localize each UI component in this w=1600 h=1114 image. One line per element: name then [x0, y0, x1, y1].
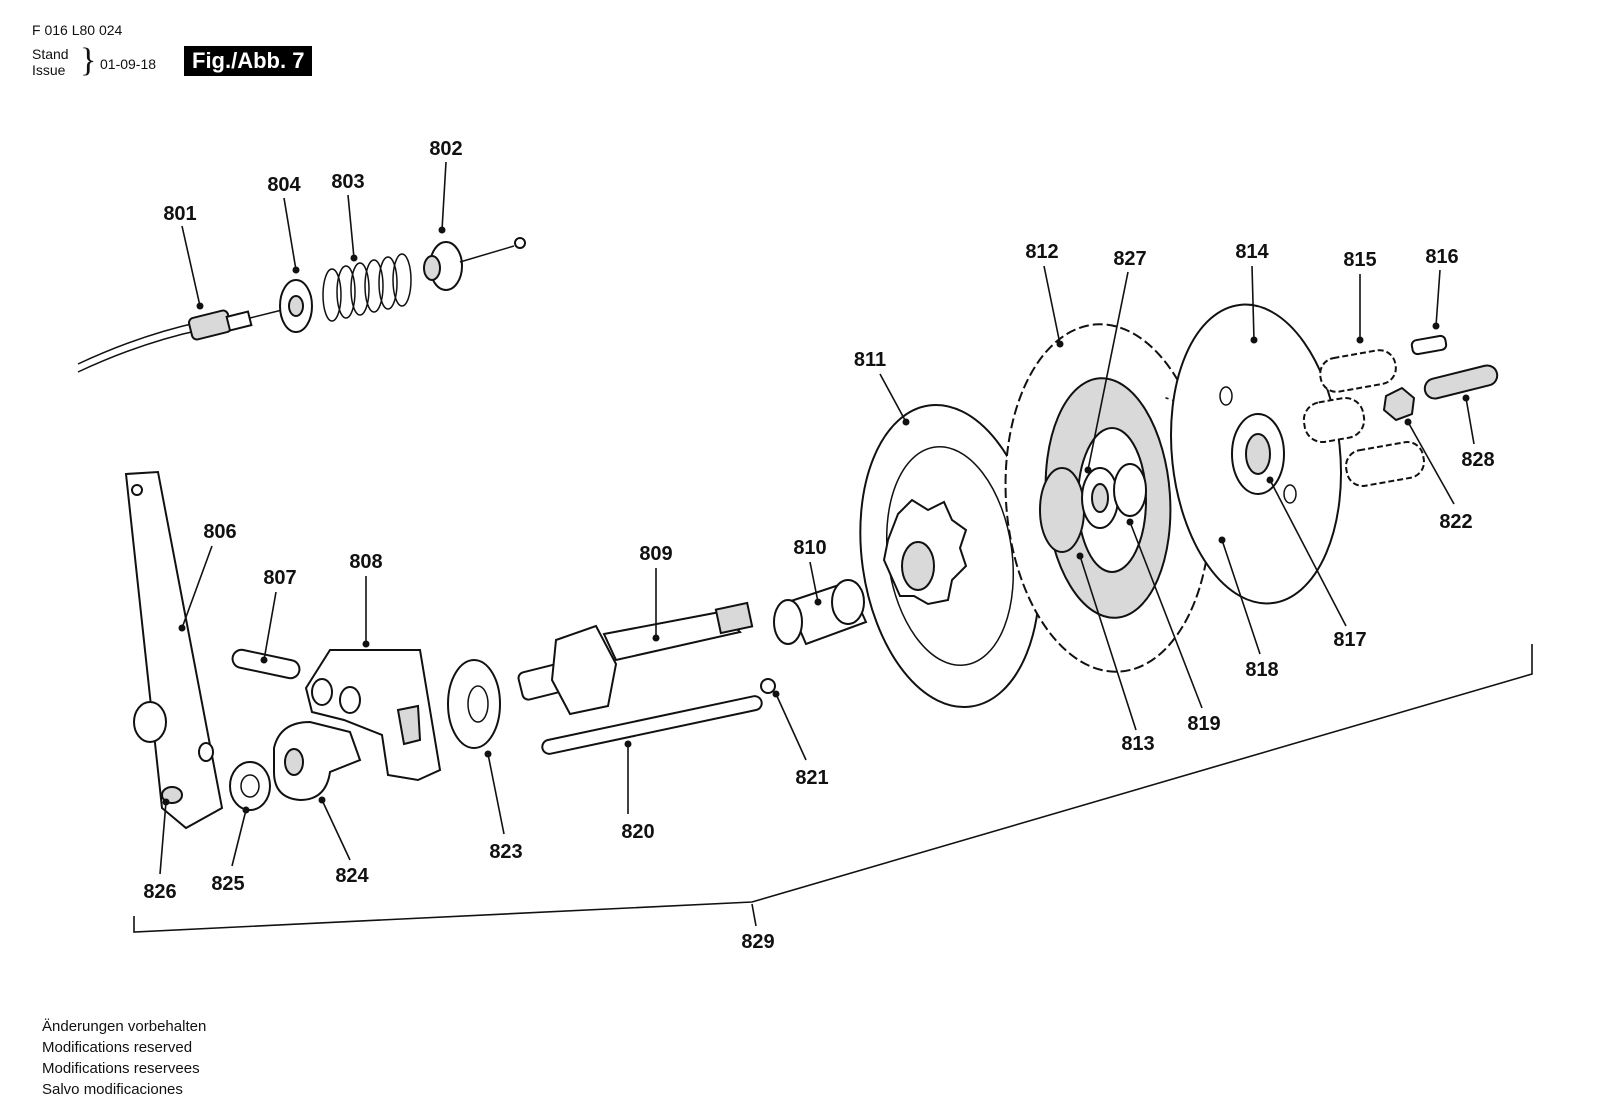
label-817: 817: [1333, 629, 1366, 651]
bracket-808: [304, 649, 442, 782]
label-828: 828: [1461, 449, 1494, 471]
lever-806: [124, 470, 224, 830]
label-807: 807: [263, 567, 296, 589]
footer-line-en: Modifications reserved: [42, 1039, 193, 1056]
footer-line-fr: Modifications reservees: [42, 1060, 200, 1077]
label-826: 826: [143, 881, 176, 903]
label-812: 812: [1025, 241, 1058, 263]
part-labels: 801 802 803 804 806 807 808 809 810 811 …: [143, 138, 1494, 953]
label-804: 804: [267, 174, 301, 196]
leader-lines: [159, 161, 1475, 927]
screw-816: [1410, 334, 1448, 356]
label-806: 806: [203, 521, 236, 543]
star-washer-825: [229, 761, 271, 811]
disc-811: [859, 403, 1041, 709]
label-803: 803: [331, 171, 364, 193]
nut-822: [1382, 386, 1416, 422]
label-816: 816: [1425, 246, 1458, 268]
label-818: 818: [1245, 659, 1278, 681]
label-822: 822: [1439, 511, 1472, 533]
cam-824: [273, 720, 362, 802]
stand-issue-label: Stand Issue: [32, 46, 69, 78]
label-809: 809: [639, 543, 672, 565]
issue-label: Issue: [32, 62, 66, 78]
pin-828: [1423, 364, 1499, 400]
brace-glyph: }: [80, 42, 97, 79]
label-825: 825: [211, 873, 244, 895]
springs-815: [1302, 349, 1425, 487]
label-811: 811: [854, 349, 886, 371]
rod-820: [541, 695, 763, 755]
label-820: 820: [621, 821, 654, 843]
footer-line-es: Salvo modificaciones: [42, 1081, 183, 1098]
label-801: 801: [163, 203, 196, 225]
issue-date: 01-09-18: [100, 56, 157, 72]
footer-line-de: Änderungen vorbehalten: [42, 1018, 207, 1035]
label-821: 821: [795, 767, 828, 789]
label-813: 813: [1121, 733, 1154, 755]
nut-827: [1113, 463, 1147, 517]
cable-assembly: [77, 237, 526, 373]
disc-814: [1170, 303, 1342, 605]
shaft-bolt-809: [517, 601, 754, 716]
assembly-bracket-829: [133, 644, 1533, 933]
label-827: 827: [1113, 248, 1146, 270]
label-810: 810: [793, 537, 826, 559]
stand-label: Stand: [32, 46, 69, 62]
label-823: 823: [489, 841, 522, 863]
label-814: 814: [1235, 241, 1269, 263]
figure-title: Fig./Abb. 7: [184, 46, 313, 76]
pin-807: [231, 648, 301, 680]
footer-notice: Änderungen vorbehalten Modifications res…: [42, 1016, 206, 1100]
document-code: F 016 L80 024: [32, 22, 123, 38]
label-815: 815: [1343, 249, 1376, 271]
label-802: 802: [429, 138, 462, 160]
washer-823: [447, 659, 501, 749]
ball-821: [760, 678, 776, 694]
sleeve-810: [773, 579, 868, 646]
label-824: 824: [335, 865, 369, 887]
label-829: 829: [741, 931, 774, 953]
hub-813: [1039, 467, 1085, 553]
label-808: 808: [349, 551, 382, 573]
label-819: 819: [1187, 713, 1220, 735]
spring-803: [322, 253, 412, 322]
